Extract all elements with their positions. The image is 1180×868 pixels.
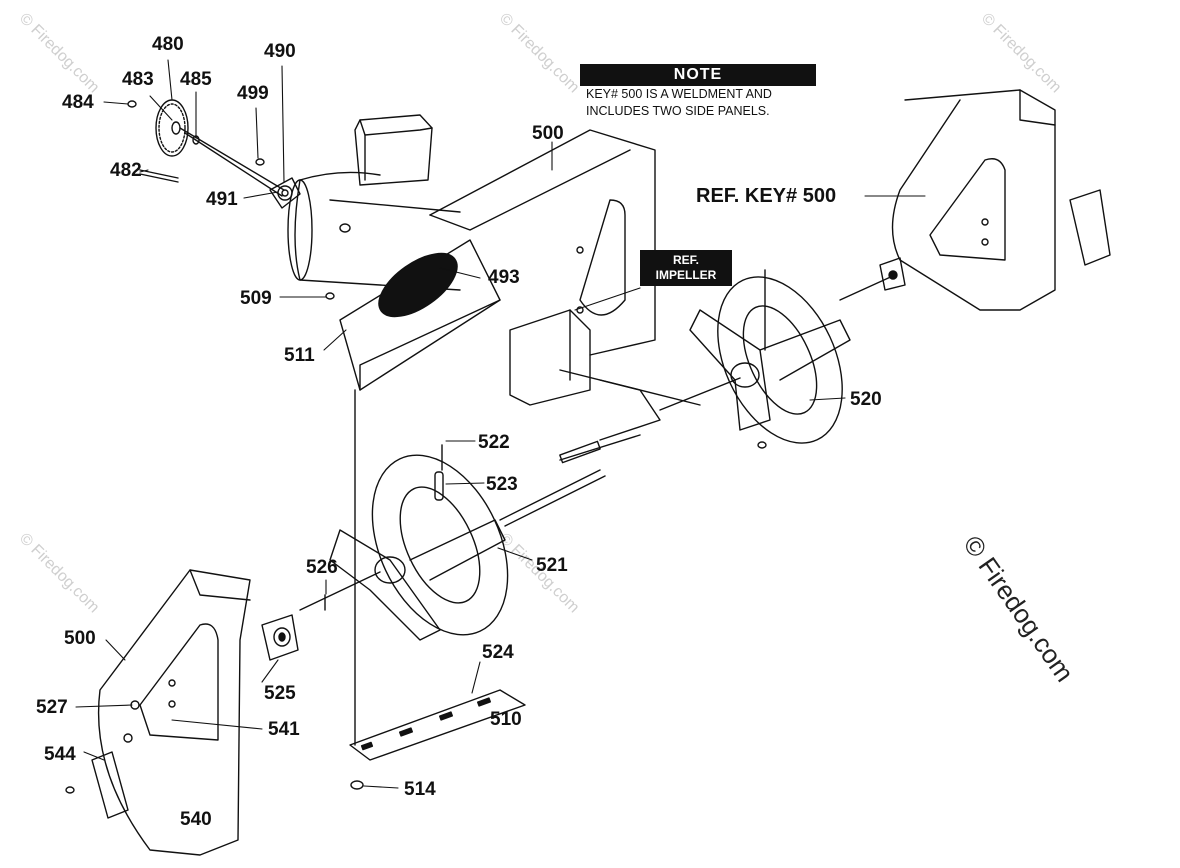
note-text: KEY# 500 IS A WELDMENT AND INCLUDES TWO … — [586, 87, 772, 118]
part-label-540: 540 — [180, 809, 212, 830]
part-label-491: 491 — [206, 189, 238, 210]
part-label-527: 527 — [36, 697, 68, 718]
part-label-509: 509 — [240, 288, 272, 309]
impeller-block-shape — [509, 309, 701, 464]
pulley-480-shape — [127, 99, 285, 197]
part-label-525: 525 — [264, 683, 296, 704]
auger-520-shape — [659, 269, 851, 444]
part-label-484: 484 — [62, 92, 94, 113]
part-label-493: 493 — [488, 267, 520, 288]
part-label-523: 523 — [486, 474, 518, 495]
part-label-500-left: 500 — [64, 628, 96, 649]
note-box: NOTE KEY# 500 IS A WELDMENT AND INCLUDES… — [580, 64, 816, 120]
note-title: NOTE — [580, 64, 816, 86]
part-label-511: 511 — [284, 345, 315, 366]
blower-housing-shape — [287, 114, 461, 300]
right-side-panel-shape — [839, 89, 1111, 311]
part-label-485: 485 — [180, 69, 212, 90]
shave-plate-510-shape — [349, 689, 526, 761]
part-label-480: 480 — [152, 34, 184, 55]
ref-key-500-label: REF. KEY# 500 — [696, 185, 837, 207]
leader-lines — [75, 59, 926, 789]
part-label-522: 522 — [478, 432, 510, 453]
part-label-544: 544 — [44, 744, 76, 765]
part-label-520: 520 — [850, 389, 882, 410]
part-label-526: 526 — [306, 557, 338, 578]
part-label-521: 521 — [536, 555, 568, 576]
part-label-499: 499 — [237, 83, 269, 104]
part-label-490: 490 — [264, 41, 296, 62]
part-label-510: 510 — [490, 709, 522, 730]
ref-impeller-line1: REF. — [672, 253, 699, 267]
auger-housing-500-shape — [339, 129, 656, 391]
part-label-514: 514 — [404, 779, 436, 800]
ref-impeller-line2: IMPELLER — [655, 268, 717, 282]
part-label-483: 483 — [122, 69, 154, 90]
ref-impeller-callout: REF. IMPELLER — [640, 250, 732, 286]
auger-521-shape — [299, 454, 606, 641]
shaft-and-pins-shape — [324, 389, 767, 790]
part-label-500-top: 500 — [532, 123, 564, 144]
part-label-524: 524 — [482, 642, 514, 663]
part-label-482: 482 — [110, 160, 142, 181]
left-side-panel-shape — [65, 569, 299, 856]
part-label-541: 541 — [268, 719, 300, 740]
